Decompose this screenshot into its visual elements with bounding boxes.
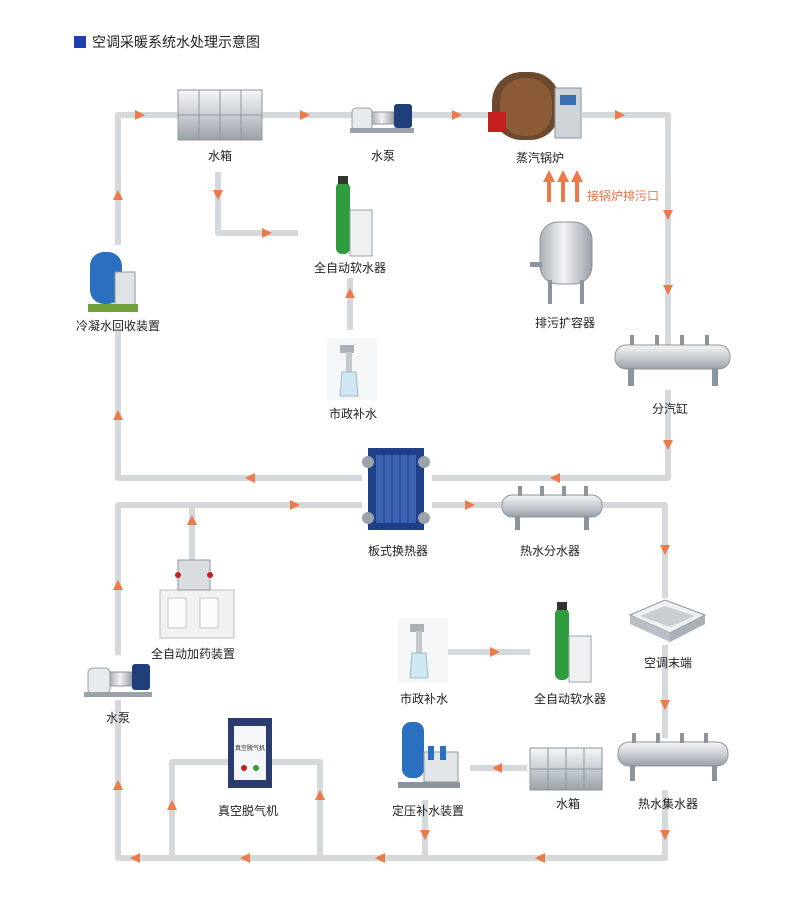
- water-softener-icon: [336, 176, 373, 257]
- label-vacuum-degasser: 真空脱气机: [218, 803, 278, 818]
- arrow-down: [663, 210, 673, 220]
- water-pump-icon: [350, 104, 414, 133]
- faucet-icon: [327, 338, 377, 400]
- arrow-up: [113, 580, 123, 590]
- page-title: 空调采暖系统水处理示意图: [92, 34, 260, 51]
- arrow-down: [420, 830, 430, 840]
- plate-heat-exchanger-icon: [362, 448, 430, 530]
- arrow-down: [213, 190, 223, 200]
- label-hot-water-collector: 热水集水器: [638, 796, 698, 811]
- arrow-right: [262, 228, 272, 238]
- title-square-icon: [74, 36, 86, 48]
- arrow-left: [550, 473, 560, 483]
- arrow-down: [660, 700, 670, 710]
- label-municipal-water-bottom: 市政补水: [400, 691, 448, 706]
- label-ac-terminal: 空调末端: [644, 656, 692, 670]
- label-pump-bottom: 水泵: [106, 711, 130, 725]
- label-boiler-drain: 接锅炉排污口: [587, 188, 659, 203]
- arrow-down: [660, 545, 670, 555]
- manifold-icon: [501, 486, 603, 530]
- arrow-up: [113, 410, 123, 420]
- label-water-tank-bottom: 水箱: [556, 796, 580, 811]
- arrow-up: [345, 288, 355, 298]
- arrow-left: [375, 853, 385, 863]
- arrow-up: [113, 190, 123, 200]
- water-softener-icon: [555, 602, 592, 683]
- arrow-right: [490, 647, 500, 657]
- pressure-makeup-icon: [398, 722, 460, 788]
- degasser-panel-text: 真空脱气机: [235, 744, 265, 752]
- steam-header-icon: [614, 335, 731, 386]
- vacuum-degasser-icon: 真空脱气机: [228, 718, 272, 788]
- label-softener-top: 全自动软水器: [314, 260, 386, 275]
- arrow-right: [135, 110, 145, 120]
- water-tank-icon: [529, 747, 603, 791]
- faucet-icon: [398, 618, 448, 682]
- arrow-down: [663, 285, 673, 295]
- arrow-up: [315, 790, 325, 800]
- label-dosing-device: 全自动加药装置: [151, 646, 235, 661]
- steam-boiler-icon: [488, 72, 582, 140]
- dosing-device-icon: [159, 559, 235, 639]
- label-steam-boiler: 蒸汽锅炉: [516, 150, 564, 165]
- manifold-icon: [617, 733, 729, 781]
- arrow-up: [113, 780, 123, 790]
- arrow-right: [465, 500, 475, 510]
- label-hot-water-distributor: 热水分水器: [520, 544, 580, 558]
- label-municipal-water-top: 市政补水: [329, 406, 377, 421]
- label-pump-top: 水泵: [371, 149, 395, 163]
- arrow-right: [452, 110, 462, 120]
- arrow-up: [167, 800, 177, 810]
- label-condensate-recovery: 冷凝水回收装置: [76, 318, 160, 333]
- arrow-down: [663, 440, 673, 450]
- label-constant-pressure-makeup: 定压补水装置: [392, 803, 464, 818]
- blowdown-tank-icon: [530, 221, 593, 304]
- arrow-up: [187, 515, 197, 525]
- arrow-right: [290, 500, 300, 510]
- arrow-left: [240, 853, 250, 863]
- arrow-left: [130, 853, 140, 863]
- water-pump-icon: [84, 664, 152, 697]
- arrow-right: [615, 110, 625, 120]
- arrow-right: [300, 110, 310, 120]
- label-plate-heat-exchanger: 板式换热器: [368, 544, 428, 558]
- arrow-down: [660, 830, 670, 840]
- label-steam-header: 分汽缸: [652, 401, 688, 416]
- upper-pipes: [115, 112, 671, 481]
- water-tank-icon: [177, 89, 263, 141]
- label-softener-bottom: 全自动软水器: [534, 691, 606, 706]
- ceiling-cassette-icon: [628, 599, 707, 642]
- lower-pipes: [115, 502, 668, 861]
- label-blowdown-tank: 排污扩容器: [535, 315, 595, 330]
- arrow-left: [245, 473, 255, 483]
- arrow-left: [492, 763, 502, 773]
- label-water-tank-top: 水箱: [208, 148, 232, 163]
- arrow-left: [535, 853, 545, 863]
- condensate-recovery-icon: [88, 252, 138, 312]
